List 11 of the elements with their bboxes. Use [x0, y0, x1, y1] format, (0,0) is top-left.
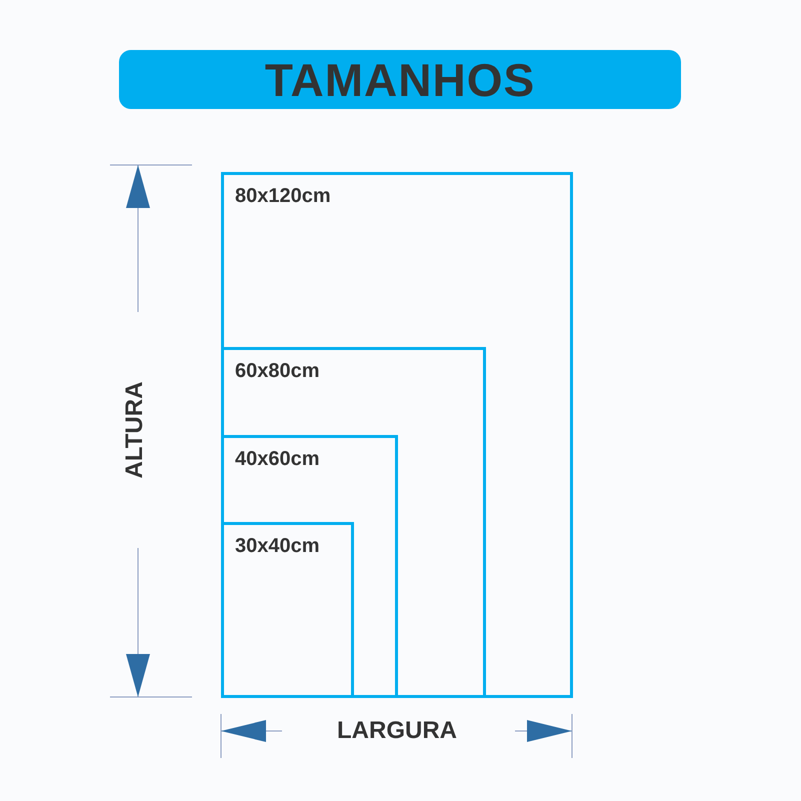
- size-rectangle: [221, 347, 486, 698]
- size-rectangle: [221, 435, 398, 698]
- size-rectangle: [221, 172, 573, 698]
- dimension-label: LARGURA: [337, 717, 457, 745]
- size-label: 80x120cm: [235, 185, 331, 208]
- size-rectangle: [221, 522, 354, 698]
- size-label: 40x60cm: [235, 448, 320, 471]
- title: TAMANHOS: [264, 52, 536, 106]
- size-label: 30x40cm: [235, 535, 320, 558]
- size-label: 60x80cm: [235, 360, 320, 383]
- dimension-label: ALTURA: [121, 382, 149, 478]
